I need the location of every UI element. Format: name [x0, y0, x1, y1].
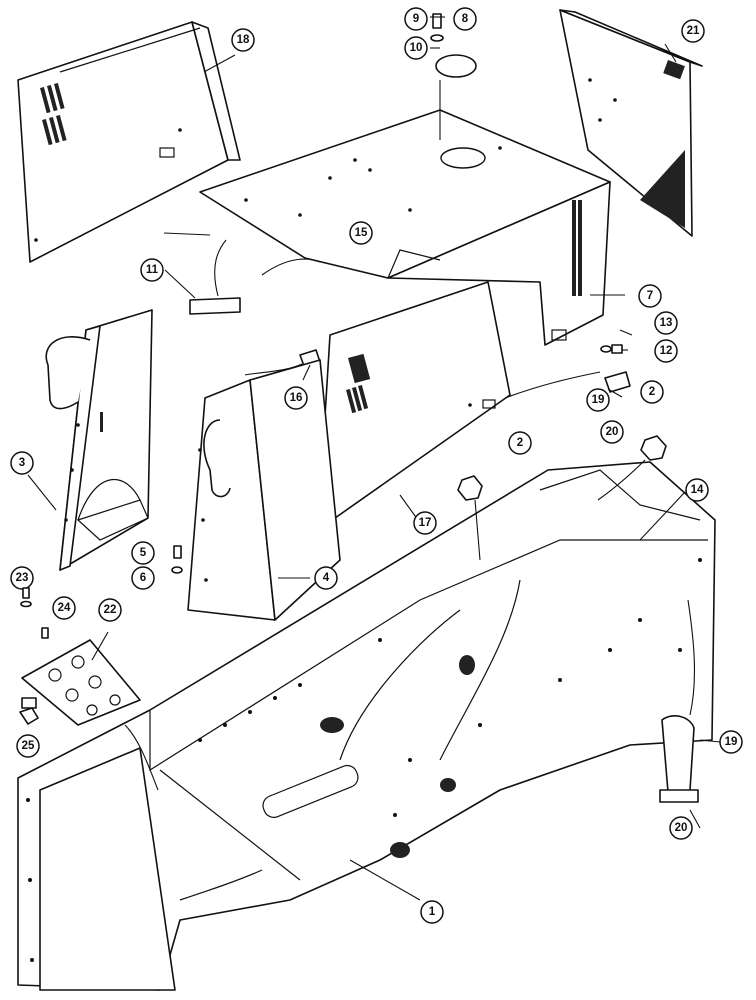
callout-17: 17 — [413, 511, 437, 535]
svg-text:19: 19 — [592, 394, 605, 406]
callout-7: 7 — [638, 284, 662, 308]
callout-layer: 1 2 2 3 4 5 6 7 8 9 10 11 12 13 14 15 16… — [10, 7, 743, 924]
svg-text:24: 24 — [58, 602, 71, 614]
bolt-5 — [171, 545, 183, 574]
callout-8: 8 — [453, 7, 477, 31]
callout-14: 14 — [685, 478, 709, 502]
callout-11: 11 — [140, 258, 164, 282]
svg-text:6: 6 — [140, 572, 146, 584]
side-panel-21 — [559, 9, 703, 237]
svg-text:11: 11 — [146, 264, 159, 276]
pad-11 — [189, 239, 321, 315]
svg-text:21: 21 — [687, 25, 700, 37]
pedal-19 — [604, 371, 699, 803]
svg-text:7: 7 — [647, 290, 653, 302]
svg-text:2: 2 — [517, 437, 523, 449]
callout-2b: 2 — [640, 380, 664, 404]
callout-5: 5 — [131, 541, 155, 565]
bolt-9 — [430, 13, 444, 42]
svg-text:20: 20 — [606, 426, 619, 438]
svg-text:8: 8 — [462, 13, 469, 25]
svg-text:9: 9 — [413, 13, 419, 25]
svg-text:25: 25 — [22, 740, 35, 752]
callout-13: 13 — [654, 311, 678, 335]
svg-text:23: 23 — [16, 572, 29, 584]
svg-text:12: 12 — [660, 345, 673, 357]
callout-15: 15 — [349, 221, 373, 245]
svg-text:5: 5 — [140, 547, 147, 559]
plug-8 — [435, 54, 477, 140]
svg-text:2: 2 — [649, 386, 655, 398]
panel-4 — [187, 359, 341, 621]
callout-10: 10 — [404, 36, 428, 60]
callout-20b: 20 — [669, 816, 693, 840]
main-frame-1 — [17, 461, 716, 991]
svg-text:13: 13 — [660, 317, 673, 329]
callout-25: 25 — [16, 734, 40, 758]
callout-19b: 19 — [719, 730, 743, 754]
plate-22 — [21, 627, 159, 791]
svg-text:1: 1 — [429, 906, 436, 918]
callout-9: 9 — [404, 7, 428, 31]
side-panel-17 — [317, 281, 601, 531]
callout-16: 16 — [284, 386, 308, 410]
svg-text:17: 17 — [419, 517, 432, 529]
callout-3: 3 — [10, 451, 34, 475]
svg-text:19: 19 — [725, 736, 738, 748]
svg-text:22: 22 — [104, 604, 117, 616]
callout-22: 22 — [98, 598, 122, 622]
svg-text:15: 15 — [355, 227, 368, 239]
hood-cover-7 — [199, 109, 611, 346]
svg-text:20: 20 — [675, 822, 688, 834]
callout-4: 4 — [314, 566, 338, 590]
callout-2a: 2 — [508, 431, 532, 455]
side-panel-18 — [17, 21, 241, 263]
callout-6: 6 — [131, 566, 155, 590]
svg-text:16: 16 — [290, 392, 303, 404]
svg-text:4: 4 — [323, 572, 330, 584]
callout-20a: 20 — [600, 420, 624, 444]
callout-19a: 19 — [586, 388, 610, 412]
callout-24: 24 — [52, 596, 76, 620]
nut-2 — [457, 435, 667, 561]
callout-18: 18 — [231, 28, 255, 52]
callout-1: 1 — [420, 900, 444, 924]
hardware-misc — [19, 344, 623, 725]
callout-23: 23 — [10, 566, 34, 590]
svg-text:10: 10 — [410, 42, 423, 54]
svg-text:3: 3 — [19, 457, 25, 469]
callout-12: 12 — [654, 339, 678, 363]
svg-text:18: 18 — [237, 34, 250, 46]
callout-21: 21 — [681, 19, 705, 43]
svg-text:14: 14 — [691, 484, 704, 496]
panel-3 — [45, 309, 153, 571]
